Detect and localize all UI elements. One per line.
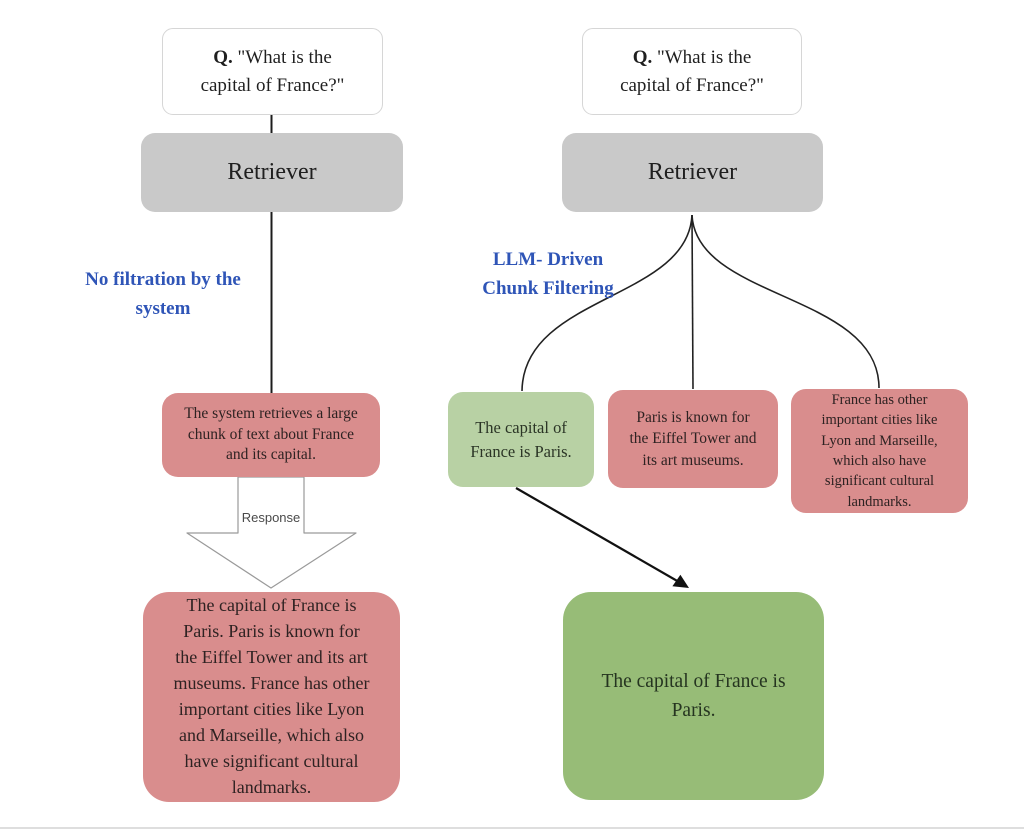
- retriever-label-left: Retriever: [227, 159, 317, 185]
- filtered-chunk-box-1: Paris is known for the Eiffel Tower and …: [608, 390, 778, 488]
- retriever-box-left: Retriever: [141, 133, 403, 212]
- question-line2-right: capital of France?": [620, 74, 764, 96]
- response-arrow: [186, 476, 357, 589]
- question-text-right: Q. "What is the capital of France?": [620, 44, 764, 99]
- question-text-left: Q. "What is the capital of France?": [201, 44, 345, 99]
- question-prefix-left: Q.: [213, 46, 233, 68]
- filtered-chunk-box-2: France has other important cities like L…: [791, 389, 968, 513]
- retrieved-chunk-box-left: The system retrieves a large chunk of te…: [162, 393, 380, 477]
- page-bottom-divider: [0, 827, 1024, 829]
- question-prefix-right: Q.: [632, 46, 653, 68]
- question-line2-left: capital of France?": [200, 74, 345, 96]
- final-answer-box-left: The capital of France is Paris. Paris is…: [143, 592, 400, 802]
- response-arrow-label: Response: [241, 510, 301, 525]
- question-line1-right: Q. "What is the: [632, 46, 752, 68]
- kept-chunk-box: The capital of France is Paris.: [448, 392, 594, 487]
- answer-arrowhead-icon: [672, 574, 689, 588]
- connector-right-to-kept-chunk: [521, 214, 693, 392]
- retriever-box-right: Retriever: [562, 133, 823, 212]
- connector-kept-chunk-to-answer: [515, 487, 680, 583]
- no-filtration-label: No filtration by the system: [85, 269, 241, 319]
- retriever-label-right: Retriever: [647, 159, 738, 185]
- final-answer-box-right: The capital of France is Paris.: [563, 592, 824, 800]
- connector-right-to-filtered-chunk-2: [691, 214, 880, 389]
- llm-chunk-filtering-label: LLM- Driven Chunk Filtering: [482, 249, 614, 299]
- question-line1-left: Q. "What is the: [213, 46, 332, 68]
- connector-right-to-filtered-chunk-1: [691, 214, 694, 390]
- question-box-left: Q. "What is the capital of France?": [162, 28, 383, 115]
- question-box-right: Q. "What is the capital of France?": [582, 28, 802, 115]
